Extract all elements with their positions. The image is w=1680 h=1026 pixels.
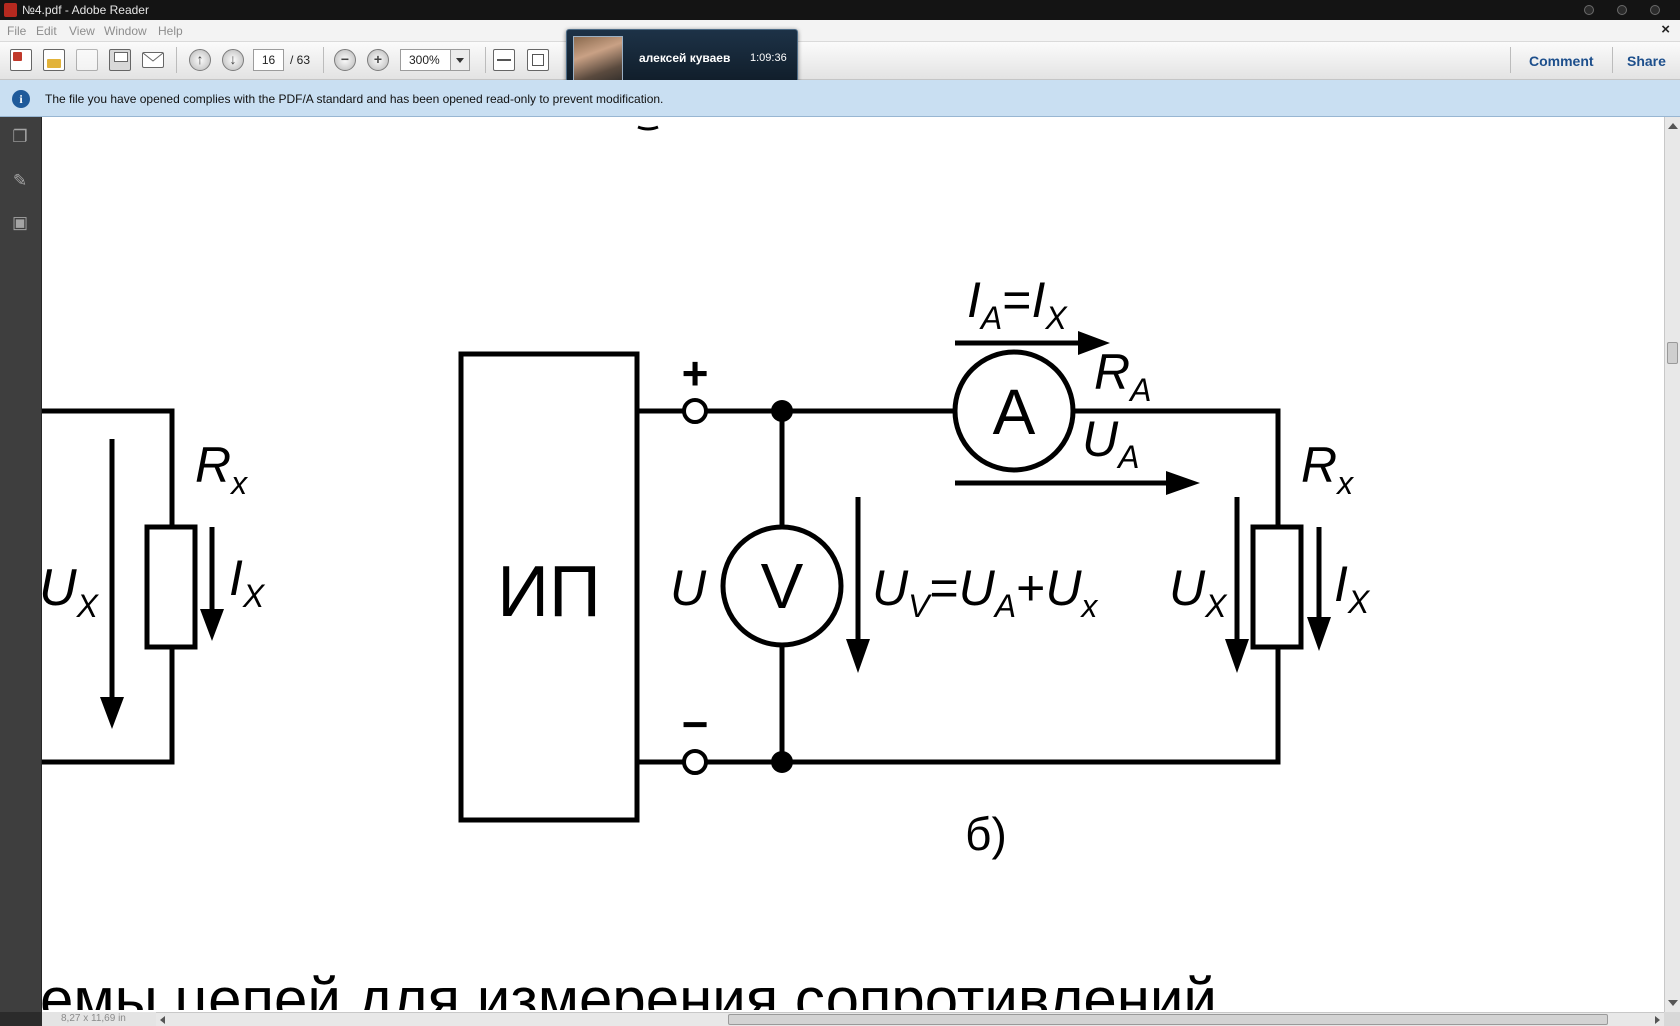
circuit-b: ИП + − V U A IA=IX <box>458 272 1371 860</box>
scrollbar-corner <box>1664 1012 1680 1026</box>
menu-view[interactable]: View <box>69 24 95 38</box>
close-window-button[interactable] <box>1650 5 1660 15</box>
page-number-input[interactable]: 16 <box>253 49 284 71</box>
left-rx-label: Rx <box>195 437 248 501</box>
window-titlebar: №4.pdf - Adobe Reader <box>0 0 1680 20</box>
zoom-select[interactable]: 300% <box>400 49 470 71</box>
ammeter-label: A <box>993 376 1036 448</box>
zoom-in-icon[interactable]: + <box>367 49 389 71</box>
avatar <box>573 36 623 86</box>
source-voltage-label: U <box>670 560 707 616</box>
zoom-out-icon[interactable]: − <box>334 49 356 71</box>
fit-page-icon[interactable] <box>493 49 515 71</box>
main-toolbar: ↑ ↓ 16 / 63 − + 300% Comment Share <box>0 42 1680 80</box>
fit-width-icon[interactable] <box>527 49 549 71</box>
left-circuit: Rx UX IX <box>42 408 266 765</box>
plus-terminal <box>682 398 708 424</box>
ammeter-symbol <box>952 349 1076 473</box>
maximize-window-button[interactable] <box>1617 5 1627 15</box>
adobe-reader-icon <box>4 3 17 17</box>
scroll-left-icon[interactable] <box>160 1016 165 1024</box>
notification-time: 1:09:36 <box>750 52 787 64</box>
vertical-scrollbar[interactable] <box>1664 117 1680 1012</box>
chevron-down-icon[interactable] <box>450 50 469 70</box>
current-equation-label: IA=IX <box>967 272 1068 336</box>
power-source-label: ИП <box>497 552 601 632</box>
menu-window[interactable]: Window <box>104 24 147 38</box>
rx-label: Rx <box>1301 437 1354 501</box>
junction-top <box>771 400 793 422</box>
print-icon[interactable] <box>109 49 131 71</box>
left-ux-label: UX <box>42 559 100 624</box>
figure-caption: б) <box>965 808 1007 860</box>
circuit-diagram-page: Rx UX IX ИП + − V U <box>42 125 1371 1010</box>
horizontal-scroll-thumb[interactable] <box>728 1014 1608 1025</box>
share-button[interactable]: Share <box>1627 53 1666 69</box>
minus-sign: − <box>682 698 709 750</box>
pdfa-info-bar: i The file you have opened complies with… <box>0 80 1680 117</box>
save-icon[interactable] <box>76 49 98 71</box>
next-page-icon[interactable]: ↓ <box>222 49 244 71</box>
create-pdf-icon[interactable] <box>10 49 32 71</box>
ux-label: UX <box>1169 560 1228 624</box>
signatures-icon[interactable]: ▣ <box>11 213 29 232</box>
menu-edit[interactable]: Edit <box>36 24 57 38</box>
vertical-scroll-thumb[interactable] <box>1667 342 1678 364</box>
menu-file[interactable]: File <box>7 24 27 38</box>
comment-button[interactable]: Comment <box>1529 53 1594 69</box>
voltmeter-symbol <box>720 524 844 648</box>
scroll-up-icon[interactable] <box>1668 123 1678 129</box>
power-source-box <box>458 351 640 823</box>
window-title: №4.pdf - Adobe Reader <box>22 3 149 17</box>
pages-panel-icon[interactable]: ❐ <box>12 127 28 146</box>
left-ix-label: IX <box>229 550 266 614</box>
minimize-window-button[interactable] <box>1584 5 1594 15</box>
zoom-value: 300% <box>409 53 440 67</box>
plus-sign: + <box>682 347 709 399</box>
navigation-pane: ❐ ✎ ▣ <box>0 117 42 1012</box>
page-size-label: 8,27 x 11,69 in <box>42 1012 156 1026</box>
close-document-icon[interactable]: × <box>1661 21 1670 38</box>
email-icon[interactable] <box>142 52 164 68</box>
document-view[interactable]: Rx UX IX ИП + − V U <box>42 117 1664 1010</box>
page-total: / 63 <box>290 53 311 67</box>
notification-user-name: алексей куваев <box>639 51 731 65</box>
horizontal-scrollbar[interactable] <box>156 1012 1664 1026</box>
previous-page-icon[interactable]: ↑ <box>189 49 211 71</box>
scroll-down-icon[interactable] <box>1668 1000 1678 1006</box>
resistor-rx <box>1250 524 1304 650</box>
ammeter-voltage-label: UA <box>1082 411 1139 475</box>
menu-help[interactable]: Help <box>158 24 183 38</box>
minus-terminal <box>682 749 708 775</box>
open-file-icon[interactable] <box>43 49 65 71</box>
voltmeter-label: V <box>761 550 804 622</box>
attachments-paperclip-icon[interactable]: ✎ <box>12 171 28 190</box>
info-bar-text: The file you have opened complies with t… <box>45 92 664 106</box>
voltmeter-equation-label: UV=UA+Ux <box>872 560 1098 624</box>
junction-bottom <box>771 751 793 773</box>
scroll-right-icon[interactable] <box>1655 1016 1660 1024</box>
ix-label: IX <box>1334 556 1371 620</box>
menu-bar: File Edit View Window Help × <box>0 20 1680 42</box>
figure-title-text: емы цепей для измерения сопротивлений <box>42 966 1217 1010</box>
ammeter-resistance-label: RA <box>1094 344 1151 408</box>
info-icon: i <box>12 90 30 108</box>
